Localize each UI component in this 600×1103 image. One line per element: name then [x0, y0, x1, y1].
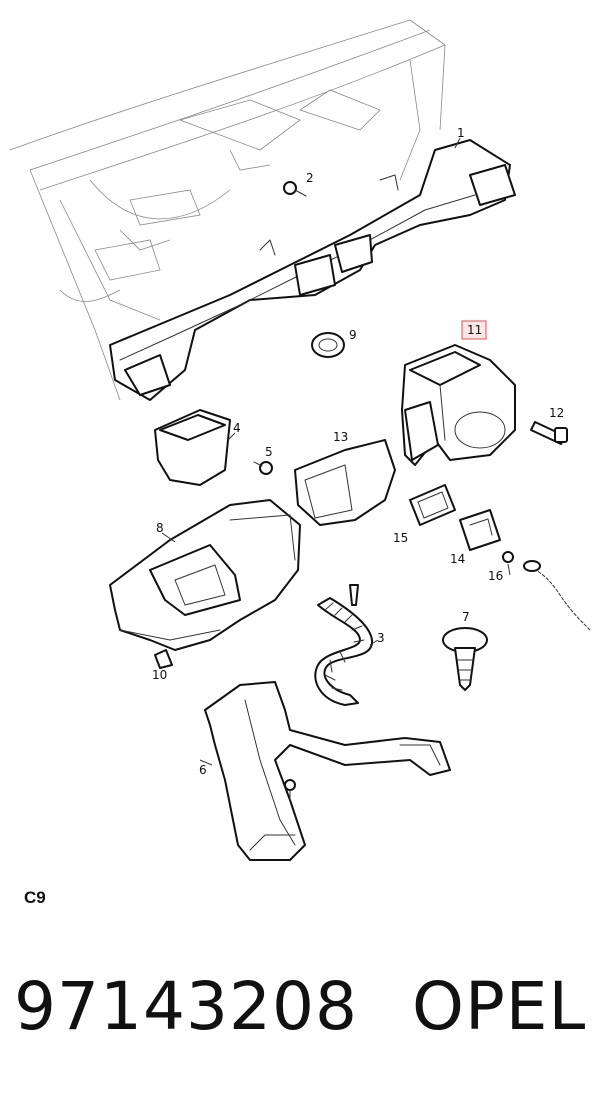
callout-10[interactable]: 10 — [152, 668, 167, 682]
part-2-screw[interactable] — [283, 181, 307, 197]
callout-1[interactable]: 1 — [457, 126, 465, 140]
dashboard-outline-sketch — [9, 19, 446, 401]
callout-leaders — [161, 137, 511, 766]
part-16-clip[interactable] — [502, 551, 514, 563]
exploded-parts-diagram: 1 2 9 11 12 4 5 13 8 15 14 16 7 3 10 6 — [9, 19, 591, 861]
callout-12[interactable]: 12 — [549, 406, 564, 420]
callout-2[interactable]: 2 — [306, 171, 314, 185]
callout-8[interactable]: 8 — [156, 521, 164, 535]
part-11-air-inlet-housing[interactable] — [401, 344, 516, 466]
part-10-clip[interactable] — [154, 649, 173, 669]
callout-11[interactable]: 11 — [467, 323, 482, 337]
part-8-heater-housing[interactable] — [109, 499, 301, 651]
brand-name: OPEL — [412, 968, 587, 1045]
callout-6[interactable]: 6 — [199, 763, 207, 777]
callout-14[interactable]: 14 — [450, 552, 465, 566]
callout-5[interactable]: 5 — [265, 445, 273, 459]
callout-9[interactable]: 9 — [349, 328, 357, 342]
part-5-screw[interactable] — [253, 461, 273, 475]
part-15-gasket[interactable] — [409, 484, 456, 526]
callout-11-highlight-box — [461, 320, 487, 340]
part-3-drain-hose[interactable] — [314, 597, 374, 706]
callout-15[interactable]: 15 — [393, 531, 408, 545]
callout-3[interactable]: 3 — [377, 631, 385, 645]
section-code: C9 — [24, 888, 46, 907]
part-12-bolt[interactable] — [530, 421, 568, 445]
part-9-grommet[interactable] — [311, 332, 345, 358]
part-number: 97143208 — [14, 968, 358, 1045]
part-7-push-clip[interactable] — [442, 627, 488, 691]
part-14-actuator[interactable] — [459, 509, 501, 551]
callout-13[interactable]: 13 — [333, 430, 348, 444]
callout-7[interactable]: 7 — [462, 610, 470, 624]
part-6-floor-duct[interactable] — [204, 681, 451, 861]
wiring-harness — [523, 560, 591, 631]
part-1-dashboard-air-duct[interactable] — [109, 139, 516, 401]
callout-4[interactable]: 4 — [233, 421, 241, 435]
callout-16[interactable]: 16 — [488, 569, 503, 583]
screw-near-duct — [284, 779, 296, 801]
part-13-duct-seal[interactable] — [294, 439, 396, 526]
plug-connector — [349, 584, 359, 606]
part-4-small-duct[interactable] — [154, 409, 231, 486]
